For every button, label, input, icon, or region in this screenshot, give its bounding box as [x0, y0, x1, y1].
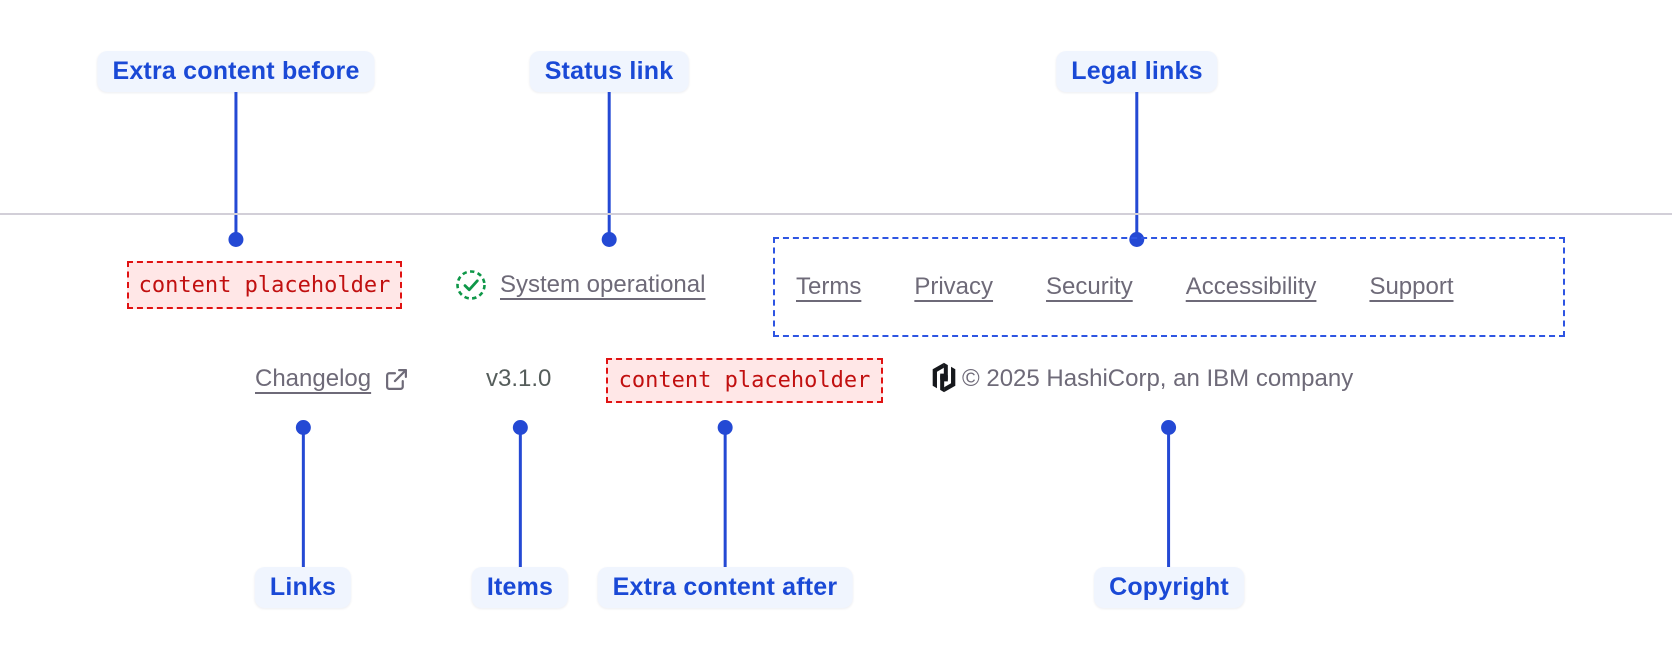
connector-dot — [717, 420, 733, 435]
annotation-label: Copyright — [1094, 567, 1244, 608]
legal-link-security[interactable]: Security — [1046, 273, 1133, 300]
connector-dot — [512, 420, 528, 435]
annotation-legal-links: Legal links — [1056, 51, 1218, 247]
status-link[interactable]: System operational — [455, 269, 705, 301]
connector-line — [723, 434, 727, 567]
footer-divider — [0, 213, 1672, 215]
hashicorp-logo — [929, 362, 959, 393]
connector-line — [234, 92, 238, 233]
changelog-link-label[interactable]: Changelog — [255, 365, 372, 392]
legal-link-terms[interactable]: Terms — [796, 273, 862, 300]
version-label: v3.1.0 — [486, 365, 552, 392]
connector-dot — [295, 420, 311, 435]
connector-line — [1167, 434, 1171, 567]
legal-link-privacy[interactable]: Privacy — [914, 273, 994, 300]
connector-line — [607, 92, 611, 233]
legal-link-accessibility[interactable]: Accessibility — [1185, 273, 1317, 300]
annotation-label: Extra content before — [97, 51, 375, 92]
annotation-items: Items — [471, 420, 569, 608]
annotation-status-link: Status link — [529, 51, 689, 247]
extra-content-before-placeholder: content placeholder — [127, 261, 402, 309]
annotation-copyright: Copyright — [1094, 420, 1244, 608]
legal-links-group: Terms Privacy Security Accessibility Sup… — [773, 237, 1565, 337]
annotation-extra-content-before: Extra content before — [97, 51, 375, 247]
extra-content-after-placeholder: content placeholder — [606, 358, 883, 403]
annotation-label: Legal links — [1056, 51, 1218, 92]
check-circle-icon — [455, 269, 487, 301]
annotation-label: Links — [254, 567, 352, 608]
annotation-label: Extra content after — [597, 567, 853, 608]
annotation-links: Links — [254, 420, 352, 608]
changelog-link[interactable]: Changelog — [255, 363, 409, 395]
status-link-label[interactable]: System operational — [500, 271, 706, 298]
annotation-extra-content-after: Extra content after — [597, 420, 853, 608]
external-link-icon — [384, 367, 409, 392]
annotation-label: Items — [471, 567, 569, 608]
connector-line — [1135, 92, 1139, 233]
connector-line — [301, 434, 305, 567]
legal-link-support[interactable]: Support — [1369, 273, 1454, 300]
connector-dot — [1161, 420, 1177, 435]
connector-dot — [601, 232, 617, 247]
copyright-text: © 2025 HashiCorp, an IBM company — [962, 365, 1354, 392]
annotation-label: Status link — [529, 51, 689, 92]
connector-line — [518, 434, 522, 567]
connector-dot — [228, 232, 244, 247]
